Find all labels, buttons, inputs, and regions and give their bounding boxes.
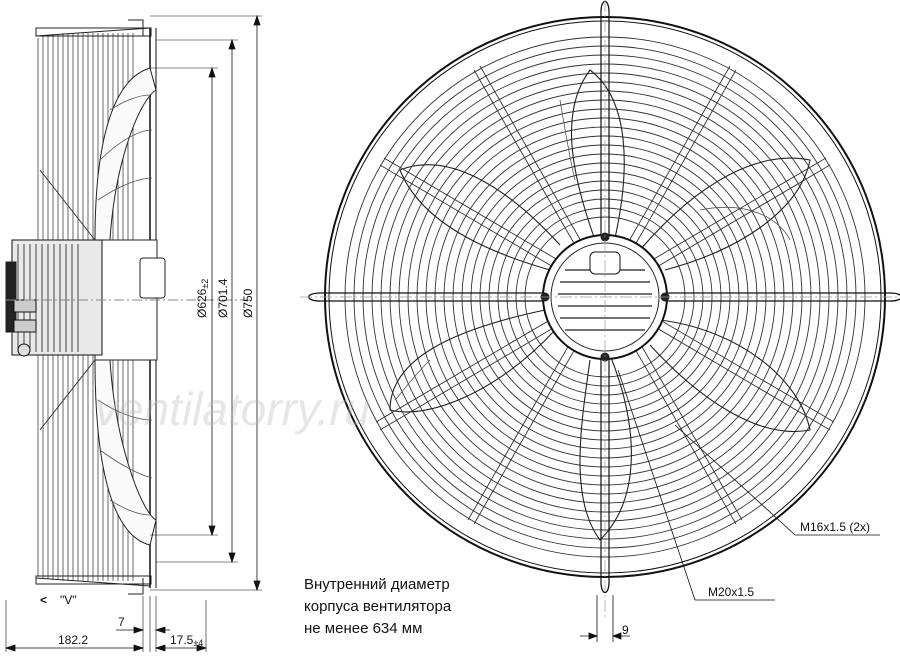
callout-m16: M16x1.5 (2x) [800,520,870,534]
watermark: ventilatorry.ru [95,383,370,435]
impeller-blades [389,69,811,541]
front-view [300,0,900,620]
dim-182: 182.2 [58,633,88,647]
dim-7: 7 [118,615,125,629]
dim-17: 17.5±4 [170,633,203,648]
dim-9: 9 [622,623,629,637]
side-view [5,19,250,595]
callout-m20: M20x1.5 [708,585,754,599]
dim-626: Ø626±2 [195,279,210,318]
blade-upper [94,67,157,241]
note-line-1: Внутренний диаметр [304,576,450,593]
front-callouts [580,369,880,642]
note-line-3: не менее 634 мм [304,620,423,637]
housing-note: Внутренний диаметр корпуса вентилятора н… [304,574,451,640]
motor-side [5,239,103,357]
note-line-2: корпуса вентилятора [304,598,452,615]
dim-701: Ø701.4 [216,278,230,318]
view-arrow: < [40,593,47,607]
dim-750: Ø750 [241,288,255,318]
side-dimensions [4,14,262,652]
view-label: "V" [60,593,77,607]
